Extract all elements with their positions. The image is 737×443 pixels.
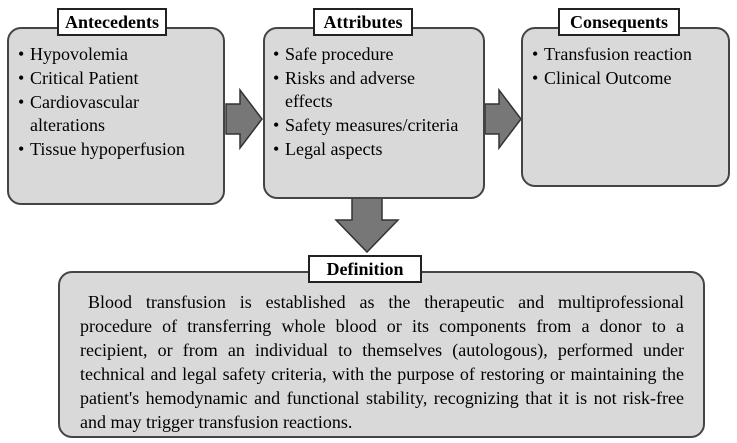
list-item: •Risks and adverse effects <box>273 67 445 113</box>
attributes-list: •Safe procedure •Risks and adverse effec… <box>273 43 478 162</box>
list-item: •Hypovolemia <box>18 43 218 66</box>
list-item: •Safe procedure <box>273 43 478 66</box>
list-item-label: Safe procedure <box>285 44 394 64</box>
bullet-icon: • <box>18 44 25 64</box>
list-item-label: Critical Patient <box>30 68 139 88</box>
list-item-label: Clinical Outcome <box>544 68 672 88</box>
list-item-label: Cardiovascular alterations <box>30 92 139 135</box>
bullet-icon: • <box>273 68 280 88</box>
list-item-label: Hypovolemia <box>30 44 128 64</box>
bullet-icon: • <box>18 139 25 159</box>
arrow-attributes-to-definition <box>334 197 400 254</box>
list-item: •Safety measures/criteria <box>273 114 478 137</box>
list-item: •Transfusion reaction <box>532 43 727 66</box>
consequents-box <box>521 27 730 187</box>
bullet-icon: • <box>273 115 280 135</box>
bullet-icon: • <box>532 68 539 88</box>
list-item-label: Legal aspects <box>285 139 383 159</box>
arrow-attributes-to-consequents <box>484 87 522 151</box>
list-item-label: Safety measures/criteria <box>285 115 459 135</box>
consequents-title: Consequents <box>558 8 680 36</box>
list-item: •Tissue hypoperfusion <box>18 138 218 161</box>
antecedents-box <box>7 27 225 205</box>
list-item: •Critical Patient <box>18 67 218 90</box>
attributes-title: Attributes <box>313 8 413 36</box>
consequents-list: •Transfusion reaction •Clinical Outcome <box>532 43 727 91</box>
definition-text: Blood transfusion is established as the … <box>80 292 684 432</box>
bullet-icon: • <box>18 92 25 112</box>
list-item-label: Transfusion reaction <box>544 44 692 64</box>
arrow-antecedents-to-attributes <box>225 87 263 151</box>
list-item: •Cardiovascular alterations <box>18 91 160 137</box>
definition-title: Definition <box>308 255 422 283</box>
antecedents-title: Antecedents <box>57 8 167 36</box>
list-item: •Clinical Outcome <box>532 67 727 90</box>
bullet-icon: • <box>532 44 539 64</box>
list-item-label: Tissue hypoperfusion <box>30 139 185 159</box>
list-item: •Legal aspects <box>273 138 478 161</box>
bullet-icon: • <box>273 44 280 64</box>
list-item-label: Risks and adverse effects <box>285 68 415 111</box>
bullet-icon: • <box>18 68 25 88</box>
attributes-box <box>263 27 485 199</box>
antecedents-list: •Hypovolemia •Critical Patient •Cardiova… <box>18 43 218 162</box>
bullet-icon: • <box>273 139 280 159</box>
